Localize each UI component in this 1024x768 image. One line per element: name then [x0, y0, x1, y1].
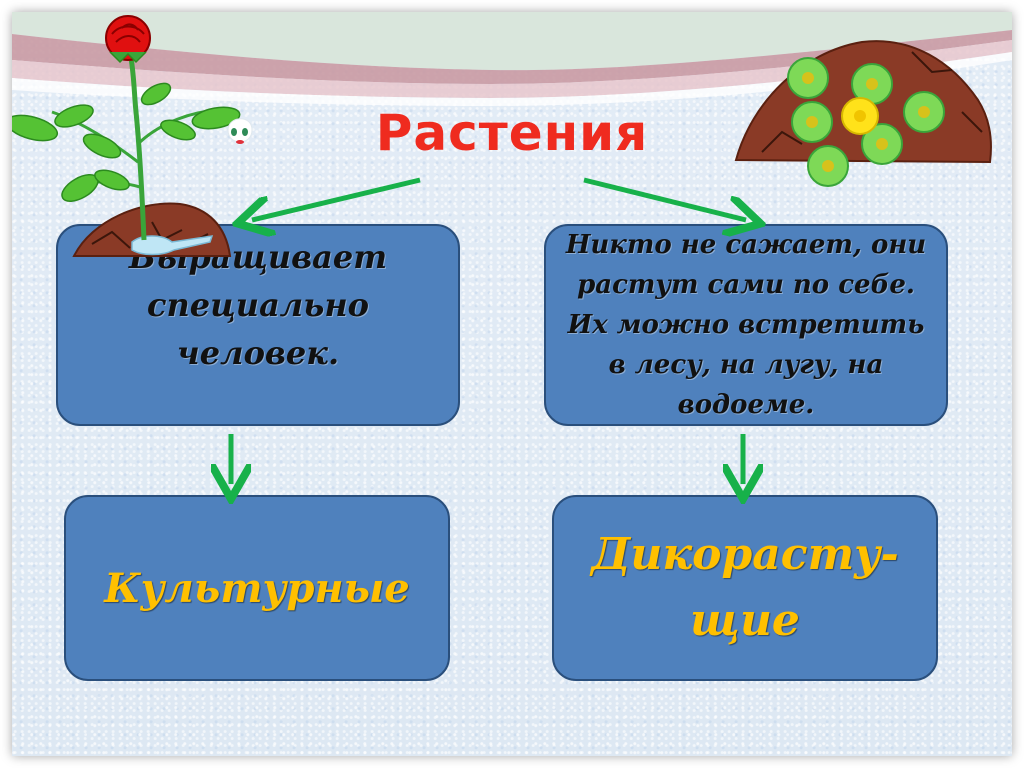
wild-description: Никто не сажает, они растут сами по себе… — [565, 230, 927, 420]
cultivated-description-box: Выращивает специально человек. — [56, 224, 460, 426]
page-title: Растения — [375, 104, 649, 162]
wild-label-line2: щие — [690, 595, 800, 646]
wild-category-box: Дикорасту- щие — [552, 495, 938, 681]
cultivated-category-box: Культурные — [64, 495, 450, 681]
wild-label-line1: Дикорасту- — [591, 529, 899, 580]
wild-description-box: Никто не сажает, они растут сами по себе… — [544, 224, 948, 426]
cultivated-description: Выращивает специально человек. — [128, 238, 388, 372]
cultivated-label: Культурные — [104, 564, 410, 612]
slide: Растения Выращивает специально человек. … — [12, 12, 1012, 756]
wild-label: Дикорасту- щие — [591, 522, 898, 654]
